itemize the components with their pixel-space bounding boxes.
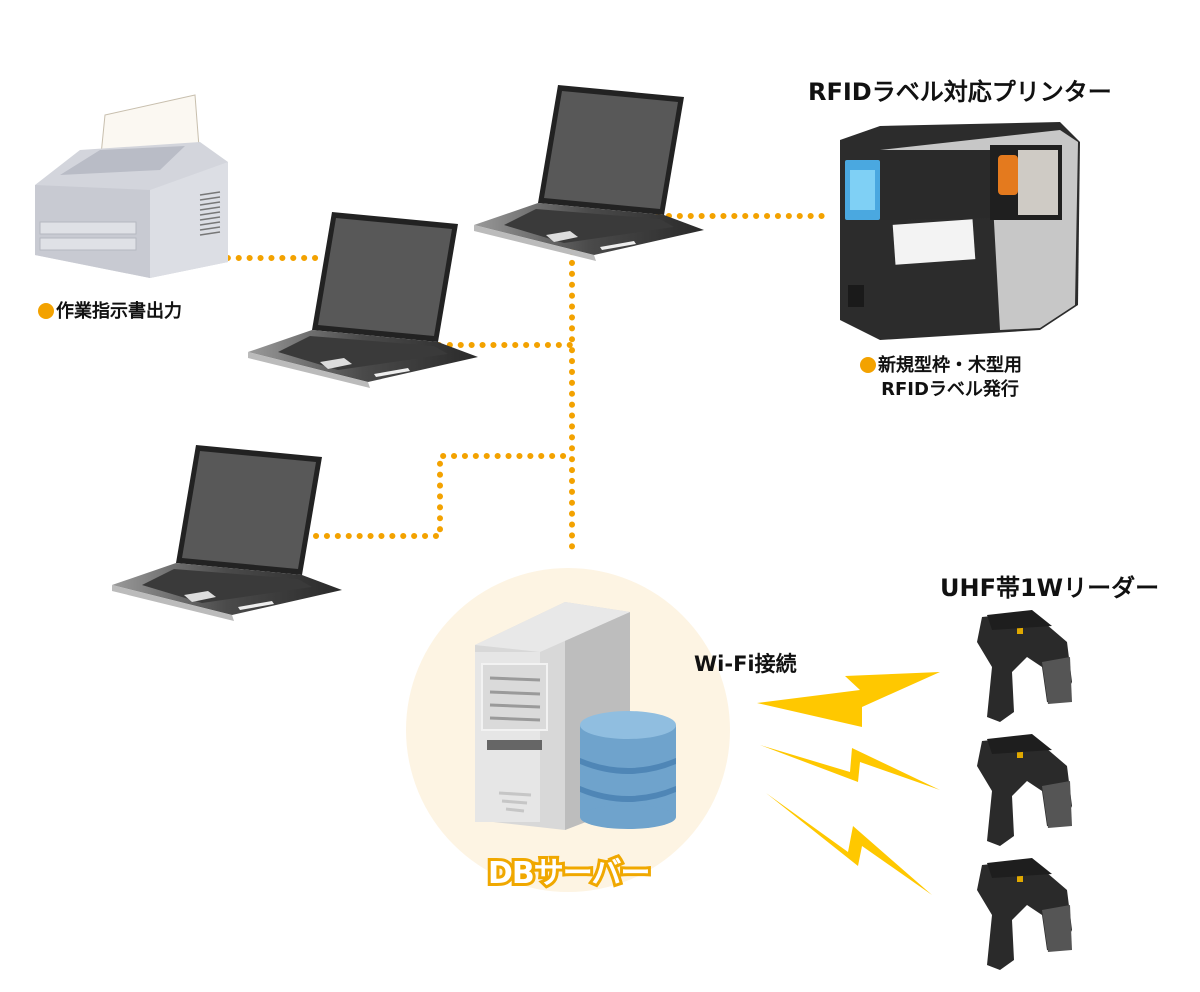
caption-line1-text: 新規型枠・木型用 [878,355,1022,376]
rfid-printer-icon [840,122,1080,340]
uhf-reader-icon-2 [977,734,1072,846]
wifi-bolt-3 [766,793,932,895]
laptop-icon-1 [474,85,704,261]
rfid-printer-caption-line1: 新規型枠・木型用 [860,354,1022,378]
work-order-output-text: 作業指示書出力 [56,301,182,322]
wifi-bolt-2 [760,745,940,790]
rfid-printer-caption: 新規型枠・木型用 RFIDラベル発行 [860,354,1022,402]
laptop-icon-3 [112,445,342,621]
database-icon [580,711,676,829]
laptop-icon-2 [248,212,478,388]
rfid-printer-caption-line2: RFIDラベル発行 [881,379,1019,400]
wifi-signal-bolts [757,672,940,895]
wifi-connection-label: Wi-Fi接続 [694,652,797,676]
rfid-printer-title: RFIDラベル対応プリンター [808,78,1112,106]
connector-laptop3 [313,453,575,539]
bullet-dot-icon [860,357,876,373]
wifi-bolt-1 [757,672,940,727]
bullet-dot-icon [38,303,54,319]
uhf-reader-icon-1 [977,610,1072,722]
uhf-reader-icon-3 [977,858,1072,970]
work-order-output-label: 作業指示書出力 [38,297,182,323]
uhf-reader-title: UHF帯1Wリーダー [940,574,1160,602]
connector-lines [203,213,828,551]
office-printer-icon [35,94,228,278]
db-server-label: DBサーバー [485,853,653,894]
